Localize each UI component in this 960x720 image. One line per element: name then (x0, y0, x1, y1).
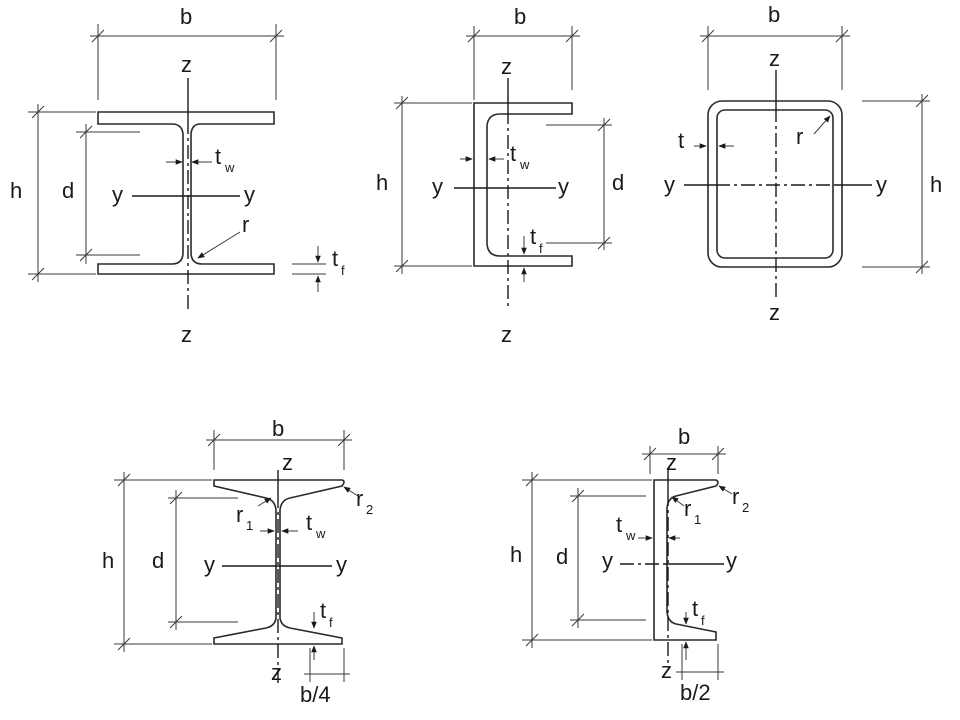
hollow-rect-y-left-label: y (664, 172, 675, 197)
i-beam-tf-label: t (332, 246, 338, 271)
channel-b-label: b (514, 4, 526, 29)
channel-tf-subscript: f (539, 241, 543, 256)
tapered-i-beam-r2-label: r (356, 486, 363, 511)
i-beam-z-bottom-label: z (181, 322, 192, 347)
hollow-rect-z-top-label: z (769, 46, 780, 71)
tapered-channel-z-top-label: z (666, 450, 677, 475)
hollow-rect-y-right-label: y (876, 172, 887, 197)
tapered-channel-tf-subscript: f (701, 613, 705, 628)
hollow-rect-inner (716, 109, 834, 259)
i-beam-y-left-label: y (112, 182, 123, 207)
tapered-i-beam-tf-label: t (320, 598, 326, 623)
i-beam-tw-subscript: w (224, 160, 235, 175)
tapered-channel-h-label: h (510, 542, 522, 567)
tapered-i-beam-tw-subscript: w (315, 526, 326, 541)
i-beam-b-label: b (180, 4, 192, 29)
tapered-channel-tw-label: t (616, 512, 622, 537)
channel-d-label: d (612, 170, 624, 195)
i-beam-y-right-label: y (244, 182, 255, 207)
i-beam-z-top-label: z (181, 52, 192, 77)
tapered-channel-tf-label: t (692, 596, 698, 621)
tapered-i-beam-z-top-label: z (282, 450, 293, 475)
channel-section: b h d z z y y t w t f (376, 4, 624, 347)
tapered-i-beam-tw-label: t (306, 510, 312, 535)
tapered-channel-b2-label: b/2 (680, 680, 711, 705)
tapered-channel-r2-subscript: 2 (742, 500, 749, 515)
channel-h-label: h (376, 170, 388, 195)
tapered-i-beam-tf-subscript: f (329, 615, 333, 630)
tapered-i-beam-profile (213, 479, 345, 645)
tapered-channel-r2-label: r (732, 484, 739, 509)
i-beam-h-label: h (10, 178, 22, 203)
tapered-i-beam-d-label: d (152, 548, 164, 573)
tapered-i-beam-h-label: h (102, 548, 114, 573)
tapered-i-beam-r2-subscript: 2 (366, 502, 373, 517)
channel-profile (473, 102, 573, 267)
tapered-channel-r1-subscript: 1 (694, 512, 701, 527)
tapered-channel-z-bottom-label: z (661, 658, 672, 683)
tapered-channel-r1-label: r (684, 496, 691, 521)
channel-tw-label: t (510, 141, 516, 166)
i-beam-section: b h d z z y y t w r (10, 4, 345, 347)
tapered-channel-section: b h d z z y y r 1 r 2 t (510, 424, 749, 705)
tapered-i-beam-r1-label: r (236, 502, 243, 527)
channel-y-right-label: y (558, 174, 569, 199)
hollow-rect-b-label: b (768, 2, 780, 27)
tapered-i-beam-y-left-label: y (204, 552, 215, 577)
tapered-i-beam-section: b h d z z y y r 1 r 2 t w (102, 416, 373, 707)
hollow-rect-r-label: r (796, 124, 803, 149)
hollow-rect-t-label: t (678, 128, 684, 153)
i-beam-tf-subscript: f (341, 263, 345, 278)
tapered-channel-b-label: b (678, 424, 690, 449)
hollow-rect-section: b h z z y y t r (664, 2, 942, 325)
i-beam-d-label: d (62, 178, 74, 203)
tapered-i-beam-y-right-label: y (336, 552, 347, 577)
tapered-channel-d-label: d (556, 544, 568, 569)
channel-z-top-label: z (501, 54, 512, 79)
tapered-channel-y-right-label: y (726, 548, 737, 573)
tapered-i-beam-b-label: b (272, 416, 284, 441)
tapered-i-beam-r1-subscript: 1 (246, 518, 253, 533)
tapered-channel-y-left-label: y (602, 548, 613, 573)
i-beam-r-label: r (242, 212, 249, 237)
channel-tf-label: t (530, 224, 536, 249)
tapered-i-beam-b4-label: b/4 (300, 682, 331, 707)
i-beam-tw-label: t (215, 144, 221, 169)
channel-y-left-label: y (432, 174, 443, 199)
channel-tw-subscript: w (519, 157, 530, 172)
tapered-channel-tw-subscript: w (625, 528, 636, 543)
i-beam-profile (97, 111, 275, 275)
tapered-i-beam-z-bottom-label: z (271, 660, 282, 685)
channel-z-bottom-label: z (501, 322, 512, 347)
hollow-rect-z-bottom-label: z (769, 300, 780, 325)
hollow-rect-h-label: h (930, 172, 942, 197)
